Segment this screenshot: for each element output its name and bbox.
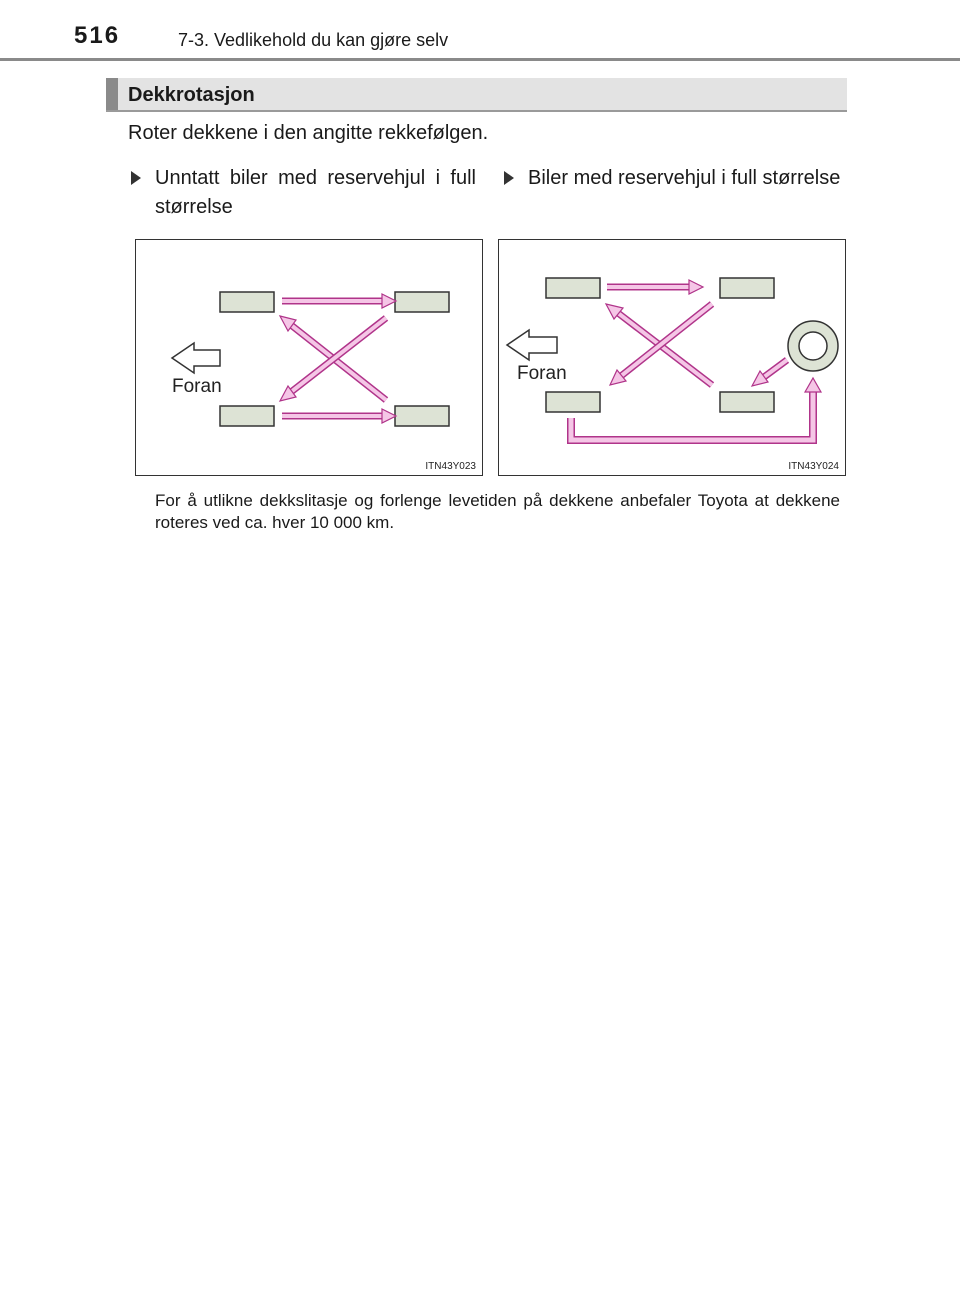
bullet-full-size-spare: Biler med reservehjul i full størrelse <box>504 164 841 193</box>
tire-front-left <box>545 277 601 299</box>
figure-code: ITN43Y023 <box>425 461 476 472</box>
rotation-arrow-front-to-rear-top <box>607 279 705 295</box>
tire-rear-left <box>394 291 450 313</box>
rotation-diagram-svg <box>170 291 450 427</box>
tire-rear-left <box>719 277 775 299</box>
bullet-triangle-icon <box>131 171 141 185</box>
header-divider <box>0 58 960 61</box>
bullet-text: Biler med reservehjul i full størrelse <box>528 167 841 189</box>
intro-text: Roter dekkene i den angitte rekkefølgen. <box>128 122 489 144</box>
rotation-arrow-cross-a <box>604 303 715 388</box>
section-header: Dekkrotasjon <box>106 78 847 112</box>
tire-rear-right <box>719 391 775 413</box>
rotation-arrow-cross-b <box>608 301 715 386</box>
page-number: 516 <box>74 22 121 49</box>
rotation-diagram-five-tires: Foran ITN43Y024 <box>498 239 846 476</box>
tire-rear-right <box>394 405 450 427</box>
chapter-title: 7-3. Vedlikehold du kan gjøre selv <box>178 30 449 50</box>
tire-front-right <box>219 405 275 427</box>
front-direction-arrow-icon <box>170 341 221 375</box>
spare-tire <box>787 320 839 372</box>
rotation-diagram-four-tires: Foran ITN43Y023 <box>135 239 483 476</box>
figure-code: ITN43Y024 <box>788 461 839 472</box>
bullet-standard-spare: Unntatt biler med reservehjul i full stø… <box>131 164 476 222</box>
rotation-arrow-spare-to-rear <box>750 357 790 387</box>
tire-front-left <box>219 291 275 313</box>
section-title: Dekkrotasjon <box>128 84 255 106</box>
rotation-arrow-front-to-rear-bottom <box>282 408 398 424</box>
rotation-arrow-rear-to-front-cross-b <box>278 315 389 402</box>
rotation-arrow-front-to-spare <box>567 376 823 444</box>
tire-front-right <box>545 391 601 413</box>
front-direction-arrow-icon <box>505 328 558 362</box>
rotation-note: For å utlikne dekkslitasje og forlenge l… <box>155 491 840 532</box>
rotation-arrow-front-to-rear-top <box>282 293 398 309</box>
front-label: Foran <box>517 363 567 384</box>
rotation-arrow-rear-to-front-cross-a <box>278 315 389 403</box>
rotation-diagram-svg <box>505 277 839 444</box>
bullet-triangle-icon <box>504 171 514 185</box>
section-header-bar <box>106 78 118 110</box>
bullet-text: Unntatt biler med reservehjul i full stø… <box>155 167 476 218</box>
front-label: Foran <box>172 376 222 397</box>
